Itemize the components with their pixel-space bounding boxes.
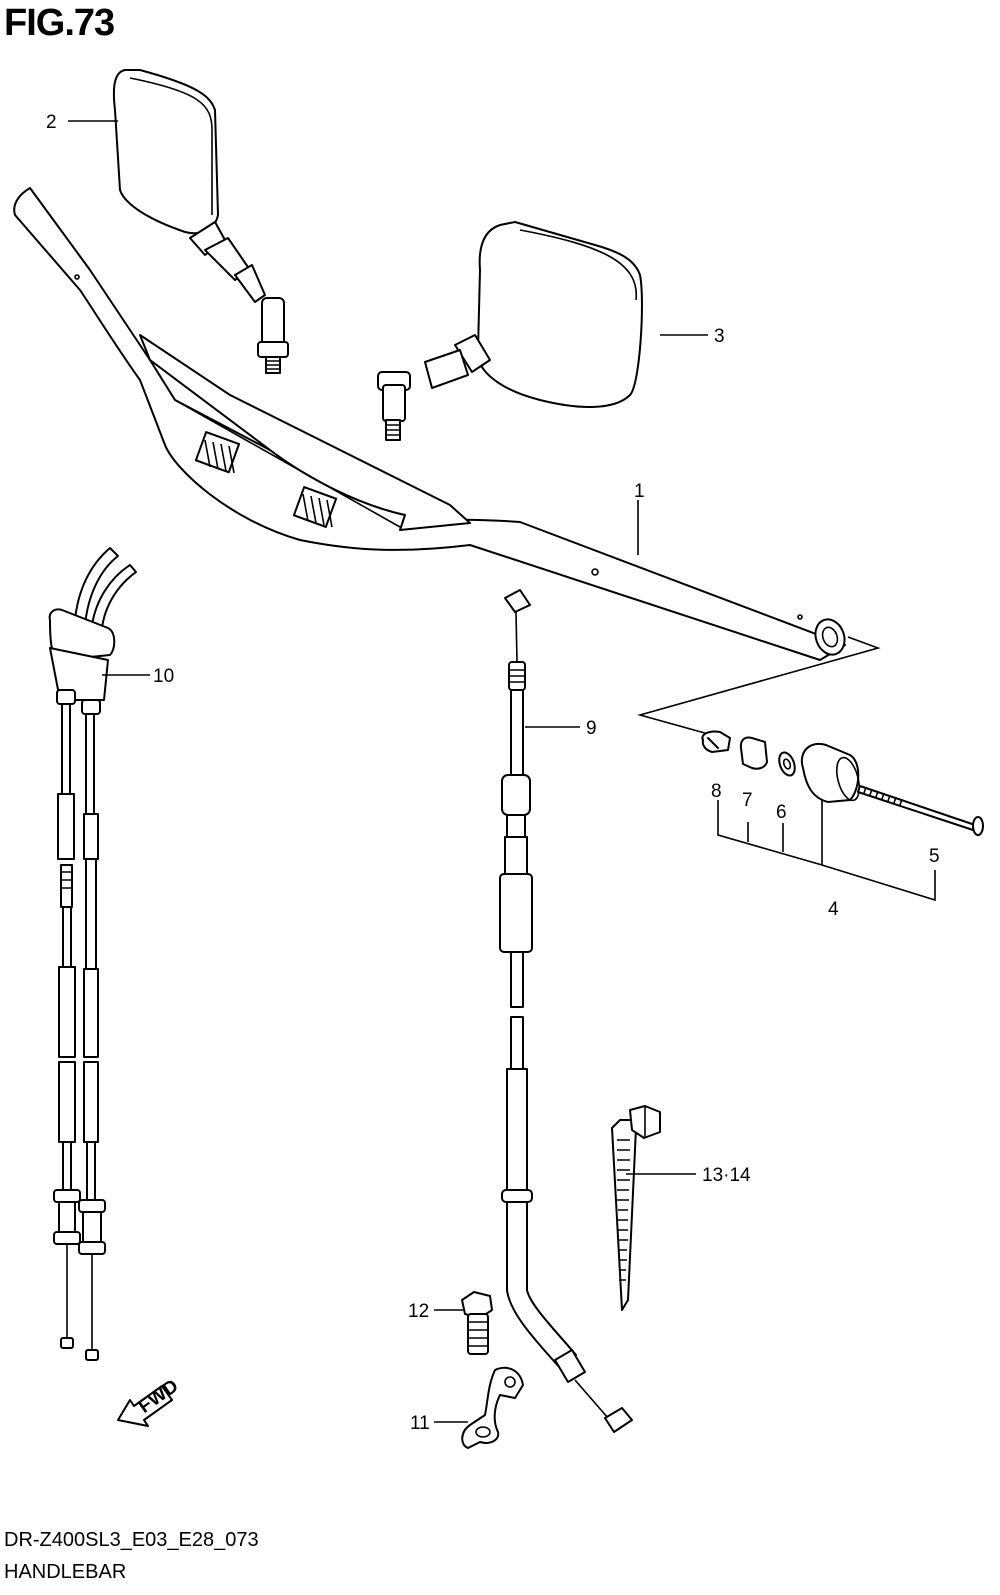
fwd-label: FWD [135,1376,182,1418]
cable-guide-part-11[interactable] [461,1366,524,1449]
fwd-arrow-icon: FWD [117,1376,182,1427]
callout-13-14: 13·14 [702,1165,751,1186]
balancer-weight-part-4[interactable] [800,742,864,803]
callout-4: 4 [828,899,839,920]
callout-10: 10 [153,666,174,687]
knurl-marking-left [194,431,241,474]
callout-3: 3 [714,326,725,347]
callout-7: 7 [742,790,753,811]
screw-part-8[interactable] [701,730,731,753]
callout-9: 9 [586,718,597,739]
bolt-part-12[interactable] [461,1291,493,1355]
knurl-marking-right [292,486,338,528]
handlebar[interactable] [13,187,849,661]
throttle-cable-assembly[interactable] [48,547,137,1361]
exploded-guide-line [637,636,881,741]
leader-lines [68,120,708,1423]
figure-title: FIG.73 [4,2,115,44]
callout-2: 2 [46,112,57,133]
mirror-right[interactable] [377,221,643,441]
cable-tie-part-13-14[interactable] [611,1105,661,1311]
callout-5: 5 [929,846,940,867]
bolt-part-5[interactable] [857,785,984,836]
washer-part-6[interactable] [776,750,797,777]
clutch-cable[interactable] [499,589,633,1433]
callout-8: 8 [711,781,722,802]
callout-12: 12 [408,1301,429,1322]
diagram-name: HANDLEBAR [4,1561,127,1583]
callout-6: 6 [776,802,787,823]
mirror-left[interactable] [112,69,289,374]
callout-1: 1 [634,481,645,502]
spacer-part-7[interactable] [739,736,768,770]
diagram-code: DR-Z400SL3_E03_E28_073 [4,1529,259,1551]
callout-11: 11 [410,1413,430,1434]
bracket-line-4 [717,800,936,902]
